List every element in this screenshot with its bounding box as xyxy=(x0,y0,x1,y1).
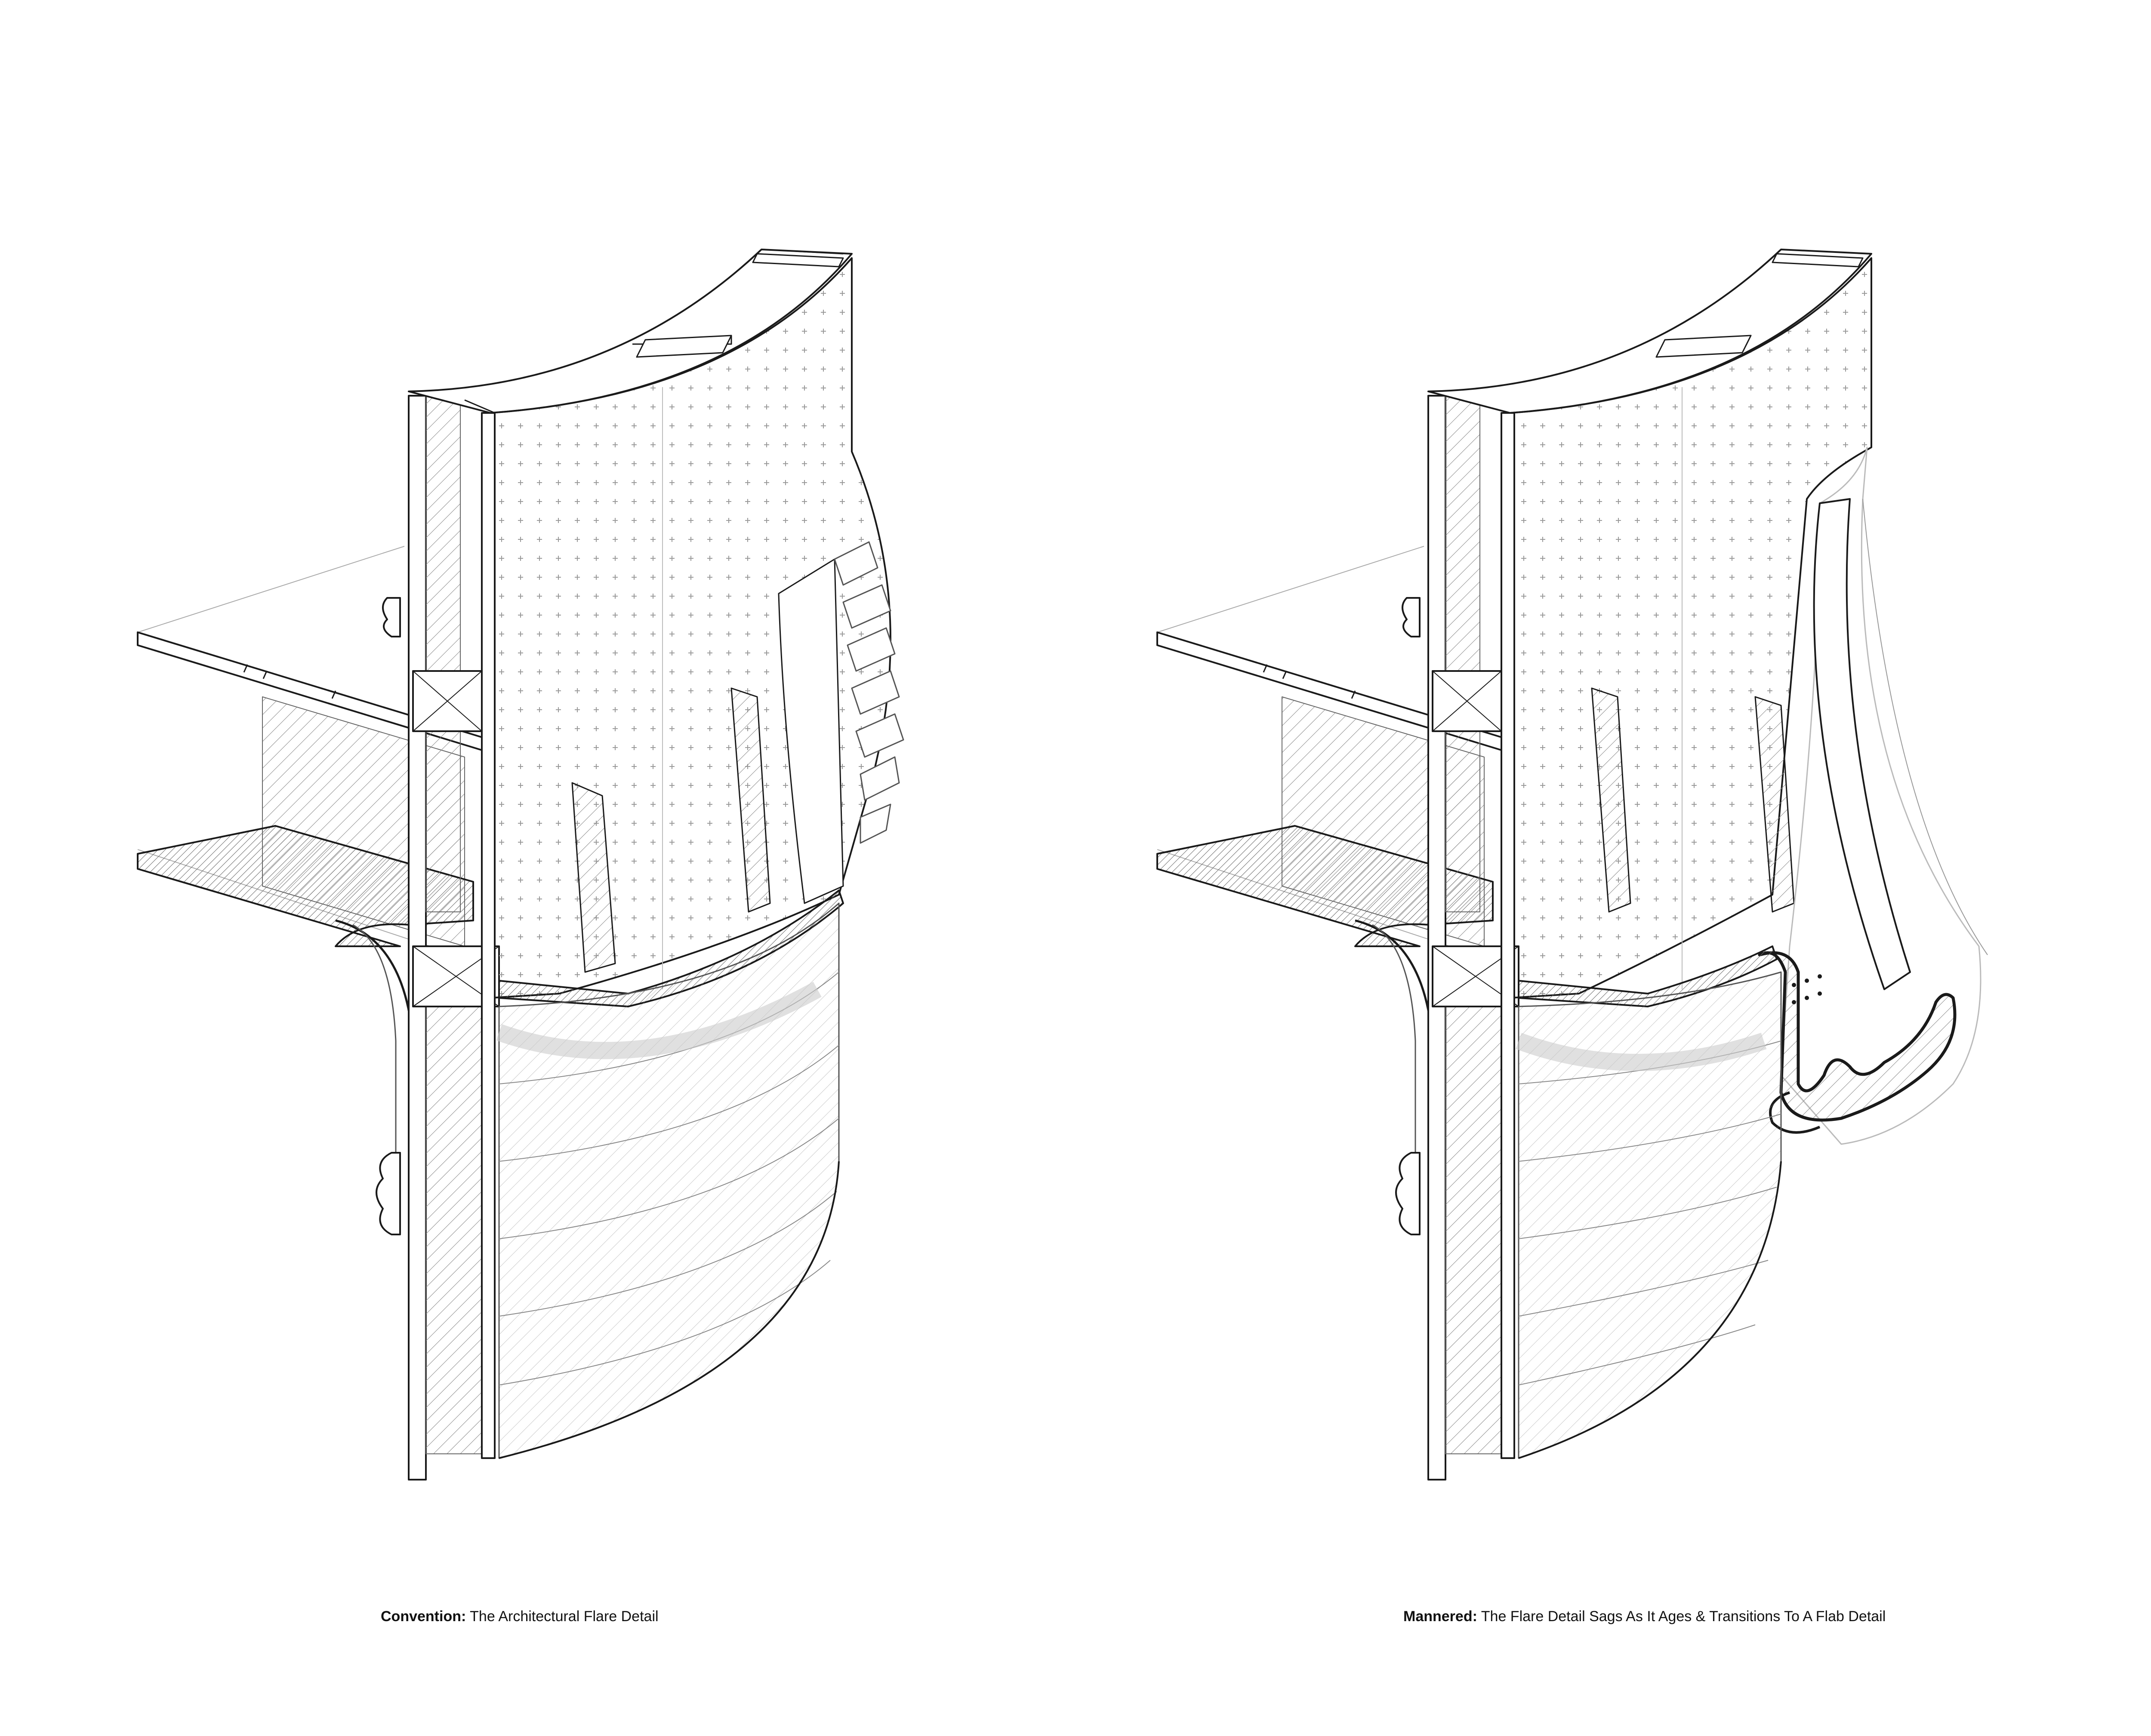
caption-convention-text: The Architectural Flare Detail xyxy=(470,1608,659,1625)
caption-mannered-text: The Flare Detail Sags As It Ages & Trans… xyxy=(1481,1608,1886,1625)
caption-convention: Convention: The Architectural Flare Deta… xyxy=(381,1608,659,1625)
caption-mannered-label: Mannered: xyxy=(1403,1608,1477,1625)
caption-mannered: Mannered: The Flare Detail Sags As It Ag… xyxy=(1403,1608,1886,1625)
mannered-flab-detail-drawing xyxy=(1156,249,1988,1481)
caption-convention-label: Convention: xyxy=(381,1608,466,1625)
convention-flare-detail-drawing xyxy=(137,249,904,1481)
